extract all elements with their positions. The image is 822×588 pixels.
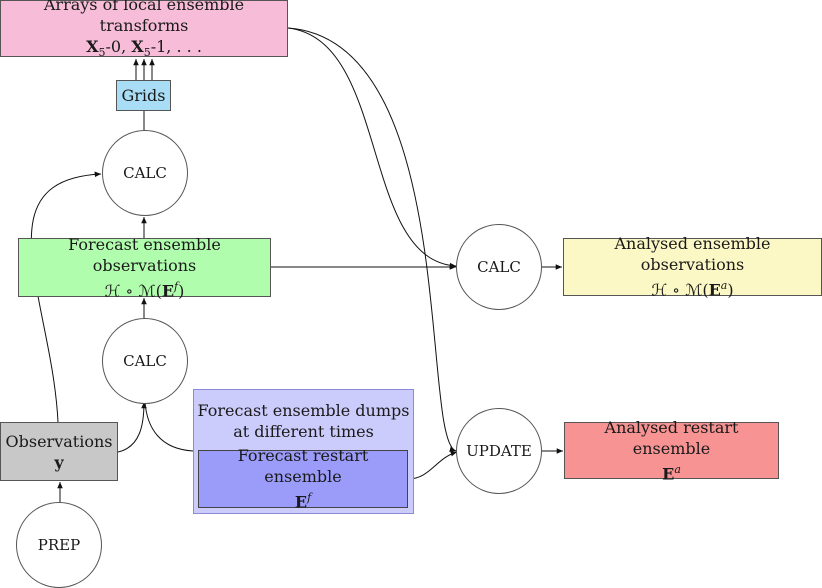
forecast-restart-title: Forecast restart ensemble: [237, 446, 369, 487]
analysed-obs-node: Analysed ensemble observations ℋ ∘ ℳ(Ea): [563, 234, 822, 300]
prep-node: PREP: [16, 502, 102, 588]
grids-node: Grids: [116, 80, 171, 111]
analysed-restart-symbol: Ea: [662, 462, 681, 484]
edge-arrays-to-calc-right: [287, 27, 457, 269]
analysed-obs-title: Analysed ensemble observations: [614, 234, 771, 275]
analysed-restart-node: Analysed restart ensemble Ea: [564, 418, 779, 483]
analysed-obs-formula: ℋ ∘ ℳ(Ea): [651, 279, 734, 300]
arrays-node: Arrays of local ensemble transforms X5-0…: [0, 0, 288, 59]
edge-observations-to-calc-middle: [117, 401, 147, 453]
calc-middle-label: CALC: [123, 352, 167, 370]
edge-restart-to-update: [407, 451, 458, 480]
update-node: UPDATE: [456, 408, 542, 494]
calc-top-label: CALC: [123, 164, 167, 182]
observations-symbol: y: [54, 452, 64, 472]
edge-dumps-to-calc-middle: [144, 401, 194, 452]
edge-arrays-to-update: [287, 27, 457, 452]
edge-observations-to-calc-top: [30, 171, 102, 423]
forecast-dumps-title-line2: at different times: [233, 422, 374, 441]
grids-label: Grids: [121, 86, 166, 105]
calc-top-node: CALC: [102, 130, 188, 216]
forecast-obs-formula: ℋ ∘ ℳ(Ef): [104, 279, 185, 301]
arrays-formula: X5-0, X5-1, . . .: [86, 36, 202, 60]
forecast-obs-node: Forecast ensemble observations ℋ ∘ ℳ(Ef): [18, 235, 271, 300]
calc-middle-node: CALC: [102, 318, 188, 404]
forecast-dumps-title-line1: Forecast ensemble dumps: [197, 401, 410, 420]
forecast-obs-title: Forecast ensemble observations: [68, 234, 221, 275]
analysed-restart-title: Analysed restart ensemble: [604, 417, 739, 458]
forecast-restart-node: Forecast restart ensemble Ef: [198, 446, 408, 512]
calc-right-node: CALC: [456, 224, 542, 310]
calc-right-label: CALC: [477, 258, 521, 276]
forecast-restart-symbol: Ef: [294, 491, 312, 512]
arrays-title: Arrays of local ensemble transforms: [43, 0, 245, 35]
observations-node: Observations y: [0, 422, 118, 481]
observations-title: Observations: [5, 431, 113, 451]
prep-label: PREP: [37, 536, 81, 554]
update-label: UPDATE: [466, 442, 532, 460]
